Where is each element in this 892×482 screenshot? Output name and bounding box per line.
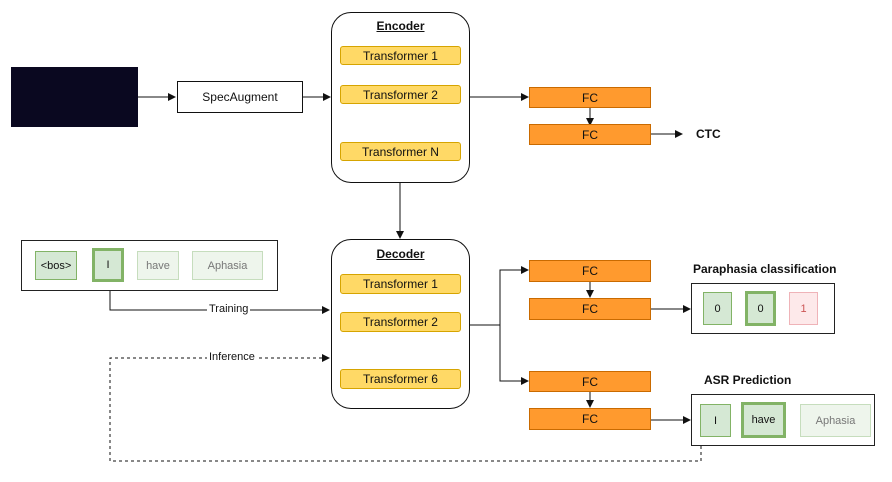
token-i: I [92, 248, 124, 282]
encoder-title: Encoder [376, 19, 425, 33]
decoder-transformer-6: Transformer 6 [340, 369, 461, 389]
encoder-transformer-1: Transformer 1 [340, 46, 461, 65]
paraphasia-fc-2: FC [529, 298, 651, 320]
asr-fc-2: FC [529, 408, 651, 430]
specaugment-label: SpecAugment [202, 90, 278, 104]
edge-decoder-to-fc-upper [499, 266, 529, 325]
encoder-transformer-n: Transformer N [340, 142, 461, 161]
encoder-fc-2: FC [529, 124, 651, 145]
decoder-transformer-1: Transformer 1 [340, 274, 461, 294]
edge-inference [109, 354, 702, 462]
asr-token-i: I [700, 404, 731, 437]
paraphasia-title: Paraphasia classification [693, 262, 837, 276]
decoder-transformer-2: Transformer 2 [340, 312, 461, 332]
edge-training [109, 291, 330, 314]
decoder-title: Decoder [376, 247, 425, 261]
asr-title: ASR Prediction [704, 373, 792, 387]
token-have: have [137, 251, 179, 280]
ctc-label: CTC [696, 127, 721, 141]
audio-waveform-image [11, 67, 138, 127]
paraphasia-token-3: 1 [789, 292, 818, 325]
encoder-transformer-2: Transformer 2 [340, 85, 461, 104]
paraphasia-fc-1: FC [529, 260, 651, 282]
paraphasia-token-2: 0 [745, 291, 776, 326]
token-aphasia: Aphasia [192, 251, 263, 280]
asr-fc-1: FC [529, 371, 651, 392]
asr-token-have: have [741, 402, 786, 438]
waveform-icon [16, 75, 130, 119]
asr-token-aphasia: Aphasia [800, 404, 871, 437]
inference-label: Inference [207, 351, 257, 363]
encoder-fc-1: FC [529, 87, 651, 108]
training-label: Training [207, 303, 251, 315]
specaugment-box: SpecAugment [177, 81, 303, 113]
token-bos: <bos> [35, 251, 77, 280]
edge-decoder-to-fc-lower [499, 325, 529, 385]
paraphasia-token-1: 0 [703, 292, 732, 325]
